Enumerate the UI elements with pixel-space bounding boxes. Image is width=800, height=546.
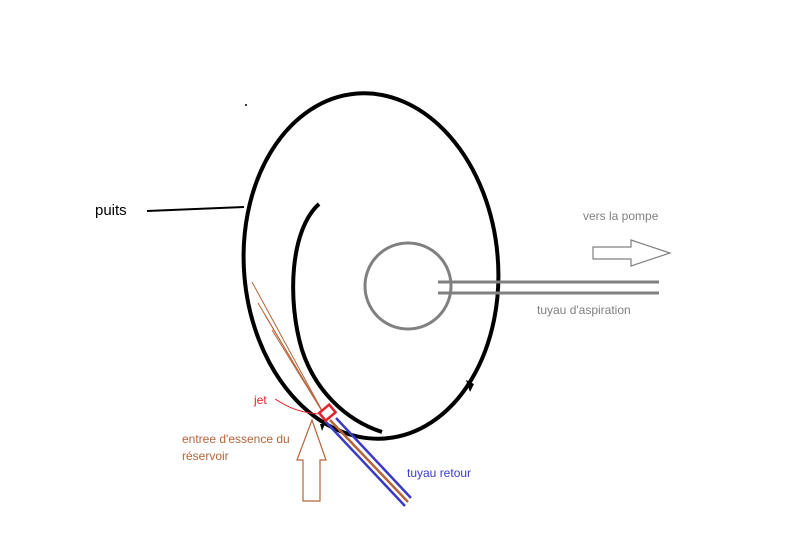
jet-label: jet [253,393,267,407]
to-pump-label: vers la pompe [583,209,659,223]
fuel-inlet-arrow [296,418,327,502]
fuel-inlet-jet-fan [251,281,326,417]
return-pipe-line-2 [335,417,412,499]
puits-label: puits [95,202,127,219]
return-pipe-inner-line [329,419,409,503]
return-pipe-line-1 [324,420,406,507]
inner-spiral-baffle [291,202,383,434]
stray-dot [245,104,247,106]
well-outer-wall [241,91,501,441]
wall-mark [466,380,474,392]
nozzle-mark [320,424,325,431]
jet-marker [317,402,338,423]
fuel-inlet-label-line1: entree d'essence du [182,432,290,446]
puits-leader-line [146,206,245,212]
fuel-inlet-label-line2: réservoir [182,449,229,463]
jet-leader-line [274,398,319,415]
to-pump-arrow [592,239,672,267]
suction-pipe-label: tuyau d'aspiration [537,303,631,317]
suction-inlet-circle [363,241,453,331]
return-pipe-label: tuyau retour [407,466,471,480]
